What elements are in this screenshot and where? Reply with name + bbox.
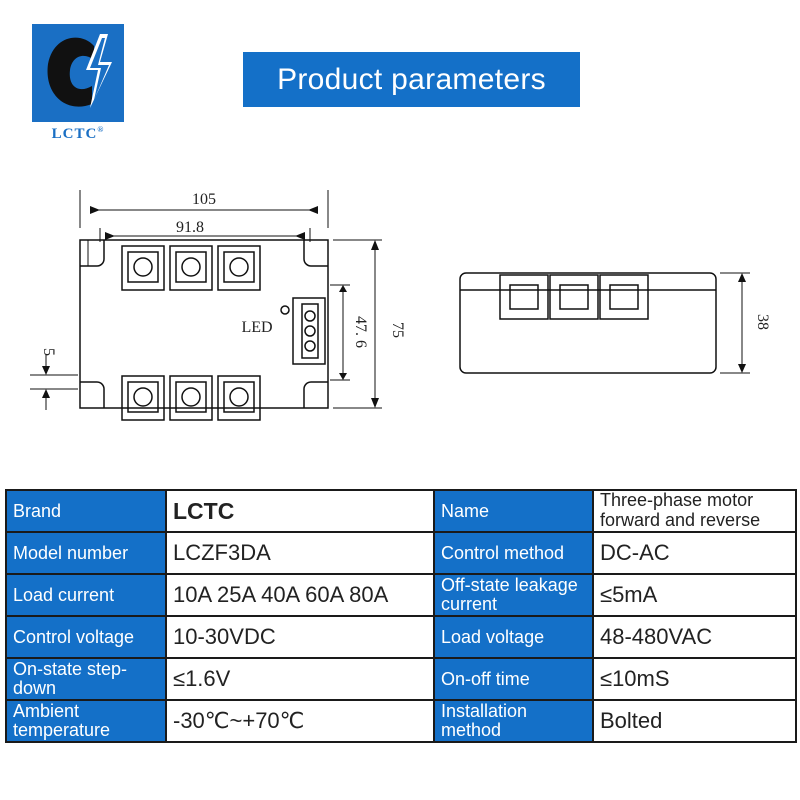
dim-width: 105 xyxy=(192,191,216,208)
param-label: On-off time xyxy=(433,657,594,701)
param-label: Control method xyxy=(433,531,594,575)
param-value: 10-30VDC xyxy=(165,615,435,659)
lctc-bolt-logo-icon xyxy=(32,24,124,122)
dim-slot: 5 xyxy=(40,348,57,356)
param-label: Load voltage xyxy=(433,615,594,659)
brand-logo: LCTC® xyxy=(32,24,124,144)
dimension-drawing: 105 91.8 75 47. 6 5 LED 38 xyxy=(30,190,771,421)
param-label: Ambient temperature xyxy=(5,699,167,743)
dim-height: 75 xyxy=(389,322,406,338)
param-value: ≤10mS xyxy=(592,657,797,701)
table-row: Brand LCTC Name Three-phase motor forwar… xyxy=(5,489,797,533)
param-label: On-state step-down xyxy=(5,657,167,701)
param-label: Brand xyxy=(5,489,167,533)
param-value: 48-480VAC xyxy=(592,615,797,659)
param-value: LCTC xyxy=(165,489,435,533)
table-row: Control voltage 10-30VDC Load voltage 48… xyxy=(5,615,797,659)
param-value: DC-AC xyxy=(592,531,797,575)
param-label: Control voltage xyxy=(5,615,167,659)
param-label: Model number xyxy=(5,531,167,575)
table-row: On-state step-down ≤1.6V On-off time ≤10… xyxy=(5,657,797,701)
param-label: Load current xyxy=(5,573,167,617)
param-value: ≤5mA xyxy=(592,573,797,617)
table-row: Ambient temperature -30℃~+70℃ Installati… xyxy=(5,699,797,743)
table-row: Load current 10A 25A 40A 60A 80A Off-sta… xyxy=(5,573,797,617)
param-value: -30℃~+70℃ xyxy=(165,699,435,743)
table-row: Model number LCZF3DA Control method DC-A… xyxy=(5,531,797,575)
logo-text: LCTC® xyxy=(51,125,105,142)
led-label: LED xyxy=(241,319,272,336)
parameters-table: Brand LCTC Name Three-phase motor forwar… xyxy=(5,489,797,743)
dim-mount-span: 91.8 xyxy=(176,219,204,236)
param-label: Name xyxy=(433,489,594,533)
param-value: 10A 25A 40A 60A 80A xyxy=(165,573,435,617)
param-value: Bolted xyxy=(592,699,797,743)
param-label: Installation method xyxy=(433,699,594,743)
param-value: LCZF3DA xyxy=(165,531,435,575)
param-label: Off-state leakage current xyxy=(433,573,594,617)
param-value: ≤1.6V xyxy=(165,657,435,701)
dim-terminal-span: 47. 6 xyxy=(352,316,369,348)
param-value: Three-phase motor forward and reverse xyxy=(592,489,797,533)
dim-side-height: 38 xyxy=(754,314,771,330)
page-title: Product parameters xyxy=(243,52,580,107)
